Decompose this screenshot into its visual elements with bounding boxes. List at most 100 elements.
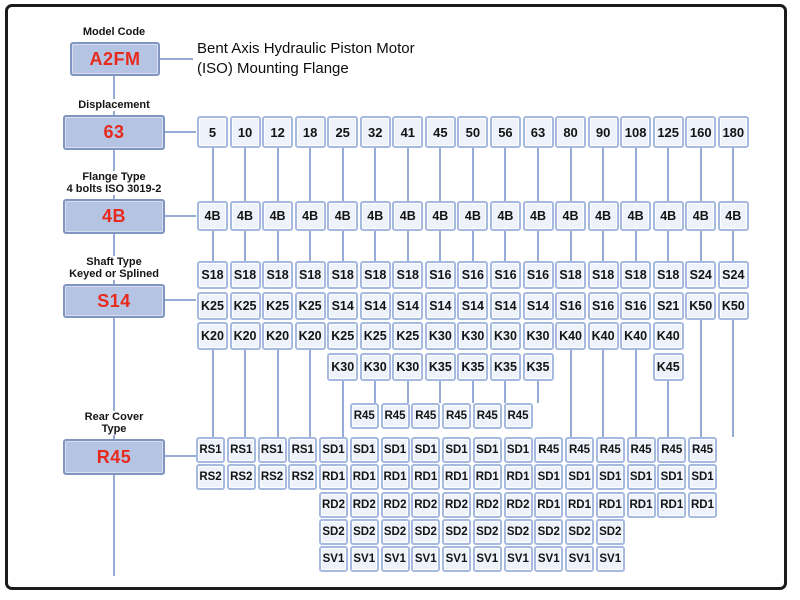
rear-cover-cell: RS2 (257, 464, 287, 491)
flange-cell: 4B (424, 201, 456, 231)
shaft-cell: S16 (620, 291, 652, 320)
rear-cover-cell: RD2 (503, 491, 533, 518)
column-connector-line (439, 231, 442, 261)
flange-type-box: 4B (63, 199, 165, 234)
rear-cover-cell: SD1 (595, 464, 625, 491)
rear-cover-cell: RD1 (565, 491, 594, 518)
rear-cover-cell: SD2 (380, 518, 410, 545)
rear-cover-cell: RD1 (688, 491, 717, 518)
shaft-cell: S18 (587, 261, 619, 289)
displacement-cell: 180 (717, 116, 749, 148)
rear-cover-cell: SV1 (472, 546, 502, 573)
shaft-cell: K25 (294, 291, 326, 320)
shaft-cell: K25 (327, 322, 359, 351)
column-connector-line (699, 148, 702, 201)
rear-cover-cell: SD1 (349, 437, 379, 463)
column-connector-line (667, 148, 670, 201)
rear-cover-cell: SV1 (595, 546, 625, 573)
column-connector-line (406, 148, 409, 201)
rear-cover-cell: SD1 (626, 464, 656, 491)
column-connector-line (244, 148, 247, 201)
rear-cover-cell: SD2 (534, 518, 564, 545)
rear-cover-cell: RD1 (442, 464, 471, 491)
column-connector-line (374, 380, 377, 403)
flange-cell: 4B (489, 201, 521, 231)
shaft-type-label: Shaft Type (83, 256, 145, 268)
rear-cover-cell: SD1 (688, 464, 717, 491)
column-connector-line (471, 231, 474, 261)
flange-type-label: Flange Type (79, 171, 149, 183)
column-connector-line (569, 231, 572, 261)
displacement-connector-line (165, 131, 196, 133)
column-connector-line (309, 350, 312, 437)
shaft-cell: K30 (489, 322, 521, 351)
column-connector-line (569, 350, 572, 437)
rear-cover-cell: SD1 (503, 437, 533, 463)
column-connector-line (504, 231, 507, 261)
rear-cover-cell: RD2 (380, 491, 410, 518)
column-connector-line (341, 148, 344, 201)
rear-cover-cell: R45 (472, 403, 502, 429)
shaft-cell: K40 (555, 322, 587, 351)
shaft-cell: K50 (685, 291, 717, 320)
shaft-cell: S18 (620, 261, 652, 289)
shaft-cell: S18 (197, 261, 228, 289)
column-connector-line (667, 231, 670, 261)
rear-cover-type-connector-line (165, 455, 196, 457)
rear-cover-cell: SD2 (472, 518, 502, 545)
rear-cover-cell: SV1 (319, 546, 348, 573)
rear-cover-cell: R45 (442, 403, 471, 429)
flange-cell: 4B (587, 201, 619, 231)
shaft-type-box: S14 (63, 284, 165, 318)
column-connector-line (341, 231, 344, 261)
rear-cover-cell: RS1 (226, 437, 256, 463)
column-connector-line (309, 231, 312, 261)
column-connector-line (244, 350, 247, 437)
column-connector-line (341, 380, 344, 437)
shaft-cell: K20 (197, 322, 228, 351)
shaft-cell: K20 (262, 322, 294, 351)
column-connector-line (244, 231, 247, 261)
shaft-cell: S18 (262, 261, 294, 289)
column-connector-line (602, 148, 605, 201)
flange-cell: 4B (392, 201, 424, 231)
shaft-cell: S24 (685, 261, 717, 289)
shaft-cell: K20 (294, 322, 326, 351)
displacement-cell: 12 (262, 116, 294, 148)
shaft-cell: K30 (327, 352, 359, 381)
model-code-label: Model Code (79, 26, 149, 38)
rear-cover-cell: SV1 (411, 546, 441, 573)
column-connector-line (699, 231, 702, 261)
column-connector-line (471, 148, 474, 201)
shaft-cell: K25 (359, 322, 391, 351)
rear-cover-cell: RD1 (503, 464, 533, 491)
column-connector-line (602, 350, 605, 437)
displacement-cell: 80 (555, 116, 587, 148)
rear-cover-cell: SV1 (442, 546, 471, 573)
model-code-connector-line (160, 58, 193, 60)
displacement-cell: 63 (522, 116, 554, 148)
displacement-box: 63 (63, 115, 165, 150)
rear-cover-cell: RD1 (319, 464, 348, 491)
shaft-cell: K25 (262, 291, 294, 320)
flange-cell: 4B (717, 201, 749, 231)
shaft-cell: S16 (555, 291, 587, 320)
shaft-cell: S18 (359, 261, 391, 289)
flange-cell: 4B (457, 201, 489, 231)
shaft-cell: S18 (652, 261, 684, 289)
displacement-cell: 90 (587, 116, 619, 148)
rear-cover-type-label: Rear Cover (81, 411, 147, 423)
column-connector-line (439, 380, 442, 403)
shaft-cell: K30 (359, 352, 391, 381)
shaft-cell: K40 (620, 322, 652, 351)
rear-cover-cell: R45 (688, 437, 717, 463)
rear-cover-cell: SD2 (503, 518, 533, 545)
rear-cover-cell: R45 (349, 403, 379, 429)
column-connector-line (634, 231, 637, 261)
column-connector-line (732, 148, 735, 201)
shaft-cell: S14 (522, 291, 554, 320)
rear-cover-cell: RD1 (534, 491, 564, 518)
diagram-title-line2: (ISO) Mounting Flange (197, 60, 349, 77)
shaft-type-label: Keyed or Splined (66, 268, 162, 280)
rear-cover-type-label: Type (98, 423, 130, 435)
